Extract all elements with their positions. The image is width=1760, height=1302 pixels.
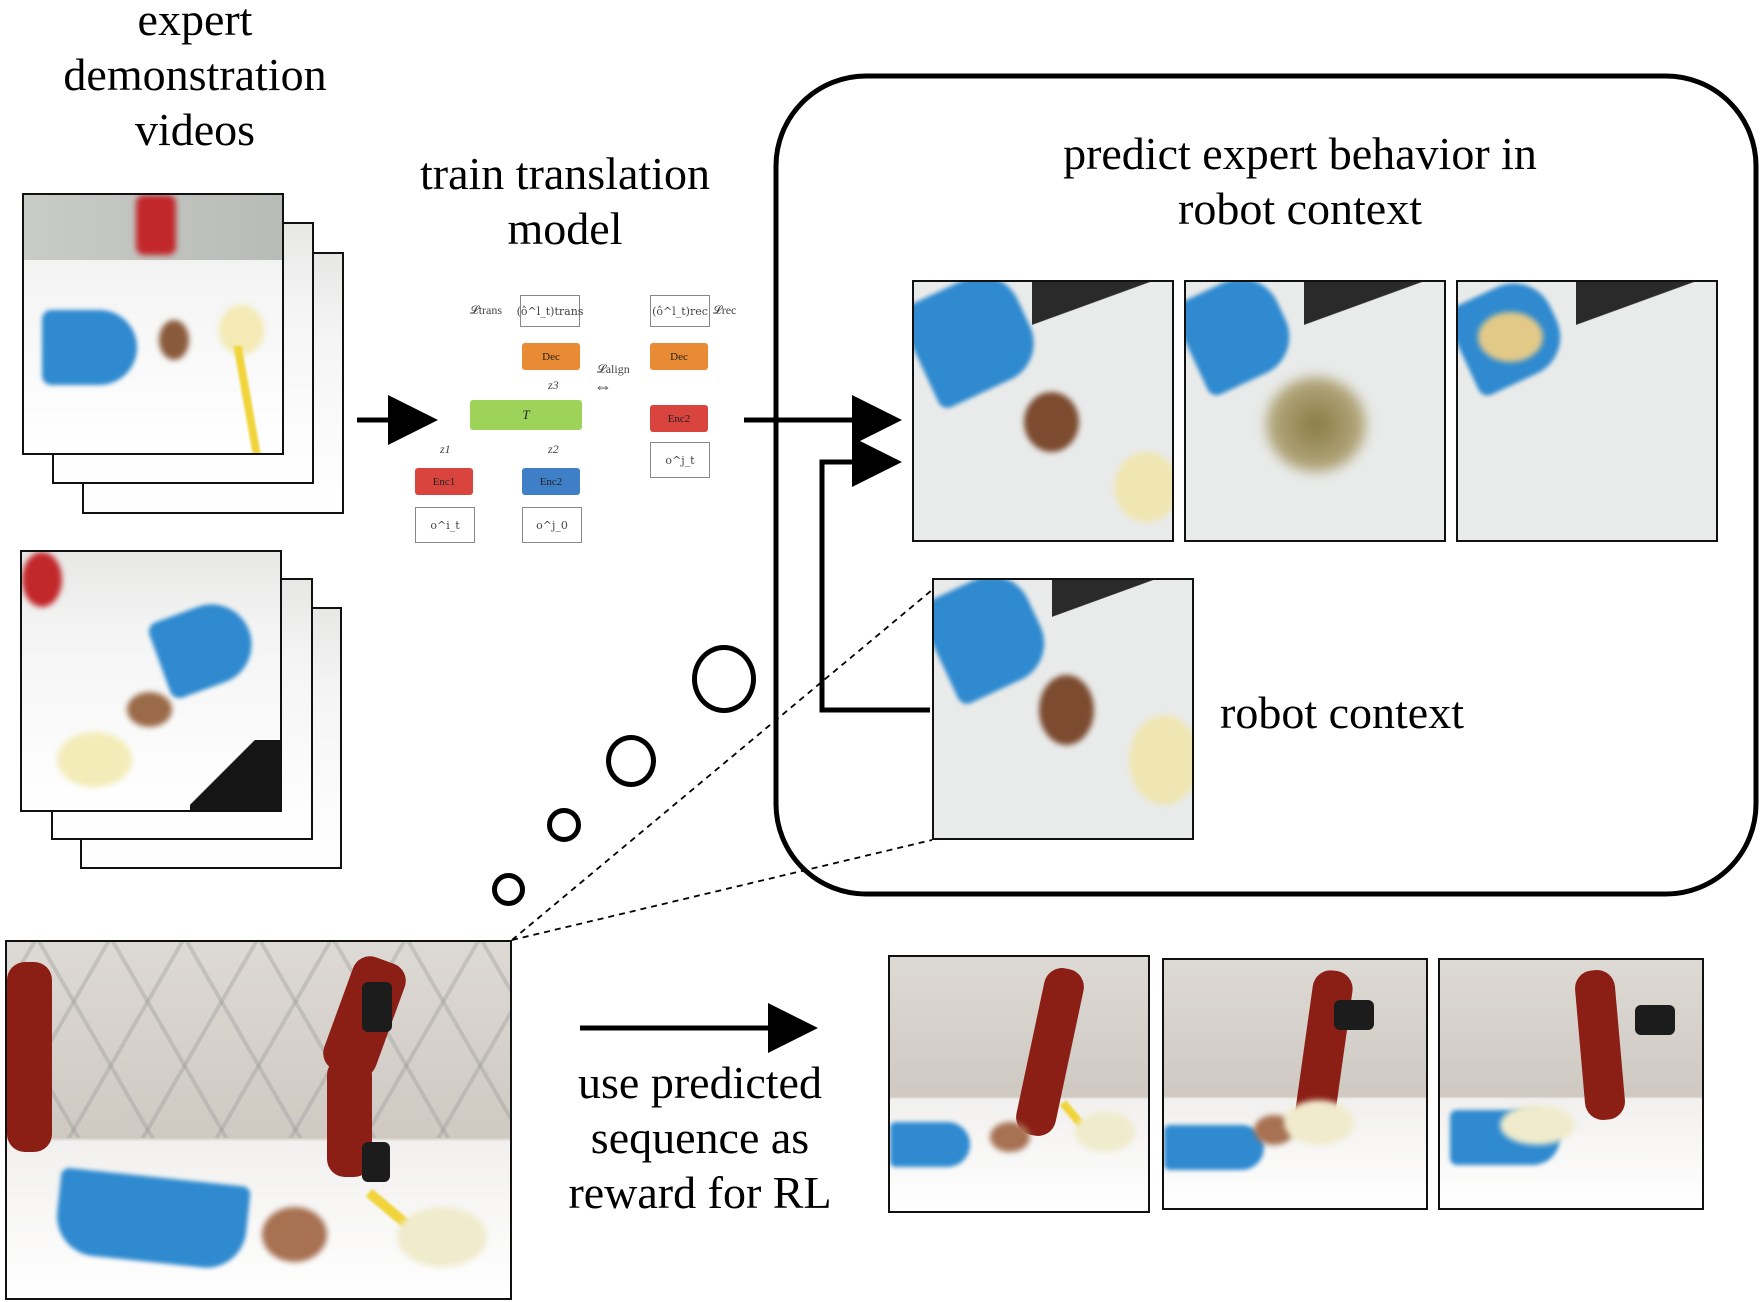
video-frame-front-2 — [20, 550, 282, 812]
zoom-line-top — [511, 589, 933, 941]
rollout-debris-1 — [990, 1122, 1030, 1152]
thought-bubble-2 — [547, 808, 581, 842]
robot-scene-photo — [5, 940, 512, 1300]
predicted-frame-3 — [1456, 280, 1718, 542]
z3-label: z3 — [548, 378, 559, 392]
rollout-dustpan-2 — [1164, 1125, 1264, 1170]
z2-label: z2 — [548, 442, 559, 456]
rollout-brush-3 — [1500, 1105, 1575, 1145]
l-align-label: 𝓛align — [597, 362, 630, 376]
predicted-frame-1 — [912, 280, 1174, 542]
predicted-frame-2 — [1184, 280, 1446, 542]
red-object-2 — [22, 552, 62, 607]
brush-handle — [233, 345, 263, 453]
thought-bubble-3 — [606, 735, 656, 787]
dustpan-2 — [146, 593, 263, 701]
debris-context — [1039, 675, 1094, 745]
debris-pred-1 — [1024, 392, 1079, 452]
align-arrow: ⇔ — [594, 376, 612, 396]
arrow-context-to-predict — [819, 437, 930, 713]
decoder-trans: Dec — [522, 343, 580, 370]
rollout-screen-2 — [1334, 1000, 1374, 1030]
robot-debris — [262, 1207, 327, 1262]
predict-container — [773, 73, 1759, 897]
rollout-arm-3 — [1573, 968, 1627, 1122]
robot-dustpan — [53, 1167, 251, 1272]
o-t-j-box: o^j_t — [650, 442, 710, 478]
debris-pred-2 — [1266, 377, 1366, 472]
dustpan-pred-1 — [914, 282, 1047, 412]
decoder-rec: Dec — [650, 343, 708, 370]
encoder-1: Enc1 — [415, 468, 473, 495]
brush-head-2 — [57, 732, 132, 787]
o-rec-box: (ô^l_t)rec — [650, 295, 710, 327]
rollout-brush-2 — [1284, 1100, 1354, 1145]
translator-block: T — [470, 400, 582, 430]
dustpan-pred-2 — [1186, 282, 1303, 399]
debris — [159, 320, 189, 360]
o-0-j-box: o^j_0 — [522, 507, 582, 543]
predict-label: predict expert behavior in robot context — [1063, 128, 1537, 235]
use-predicted-label: use predicted sequence as reward for RL — [568, 1057, 832, 1219]
train-model-label: train translation model — [420, 148, 710, 255]
encoder-2: Enc2 — [522, 468, 580, 495]
robot-arm-left — [7, 962, 52, 1152]
brush-context — [1129, 715, 1192, 805]
thought-bubble-4 — [692, 645, 756, 713]
zoom-line-bottom — [511, 839, 933, 941]
robot-wrist — [362, 982, 392, 1032]
rollout-frame-1 — [888, 955, 1150, 1213]
robot-brush-head — [397, 1207, 487, 1267]
l-trans-label: 𝓛trans — [470, 303, 503, 317]
z1-label: z1 — [440, 442, 451, 456]
rollout-frame-2 — [1162, 958, 1428, 1210]
debris-pred-3 — [1478, 312, 1543, 362]
robot-gripper — [362, 1142, 390, 1182]
o-trans-box: (ô^l_t)trans — [517, 295, 583, 327]
brush-pred-1 — [1114, 452, 1172, 522]
thought-bubble-1 — [492, 873, 525, 906]
robot-context-label: robot context — [1220, 687, 1464, 738]
video-frame-front — [22, 193, 284, 455]
expert-videos-label: expert demonstration videos — [63, 0, 327, 156]
robot-context-frame — [932, 578, 1194, 840]
l-rec-label: 𝓛rec — [713, 303, 737, 317]
rollout-dustpan-1 — [890, 1122, 970, 1167]
rollout-frame-3 — [1438, 958, 1704, 1210]
rollout-brush-1 — [1075, 1112, 1135, 1152]
dustpan — [42, 310, 137, 385]
o-t-i-box: o^i_t — [415, 507, 475, 543]
red-object — [136, 195, 176, 255]
debris-2 — [127, 692, 172, 727]
rollout-screen-3 — [1635, 1005, 1675, 1035]
encoder-rec: Enc2 — [650, 405, 708, 432]
dustpan-context — [934, 580, 1058, 708]
